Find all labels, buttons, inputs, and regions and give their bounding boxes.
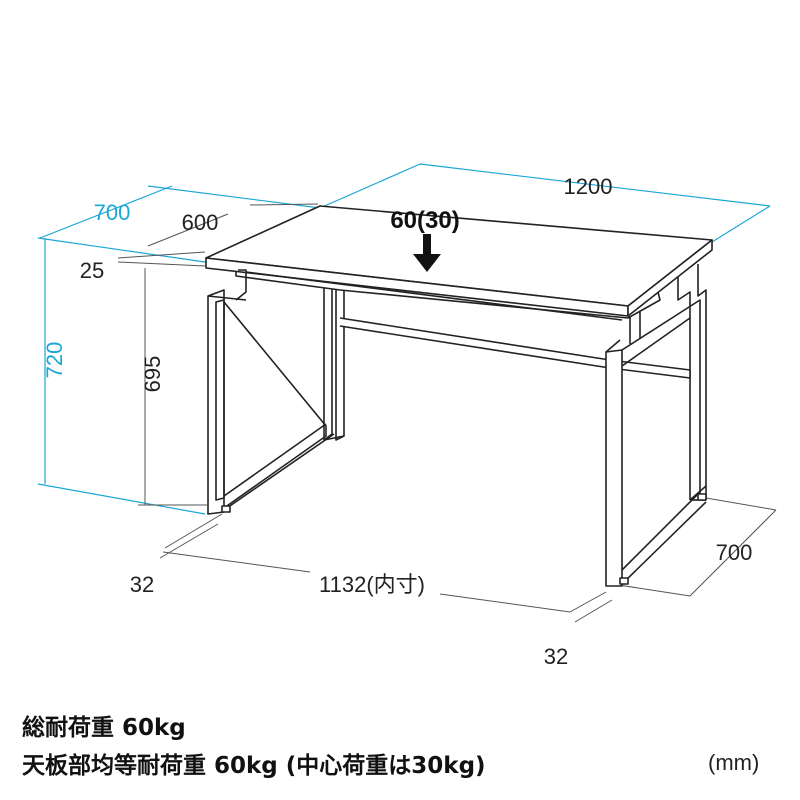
gray-dimension-lines	[117, 203, 777, 623]
load-label: 60(30)	[390, 207, 459, 234]
dim-leg-left: 32	[130, 572, 154, 597]
unit-label: (mm)	[708, 750, 760, 775]
rear-right-leg	[677, 264, 707, 501]
desk-drawing	[205, 205, 713, 587]
dim-width-inner: 1132(内寸)	[319, 572, 425, 597]
front-left-leg	[207, 269, 335, 515]
dim-top-thickness: 25	[80, 258, 104, 283]
dim-width-outer: 1200	[564, 174, 613, 199]
spec-total-load: 総耐荷重 60kg	[22, 715, 186, 741]
rear-left-leg	[323, 278, 345, 441]
load-arrow-icon	[413, 234, 441, 272]
dim-leg-right: 32	[544, 644, 568, 669]
back-stretcher	[339, 317, 691, 379]
tabletop	[205, 205, 713, 317]
dim-height-outer: 720	[42, 342, 67, 379]
dim-height-inner: 695	[140, 356, 165, 393]
dim-depth-bottom: 700	[716, 540, 753, 565]
front-apron	[245, 271, 623, 321]
spec-top-load: 天板部均等耐荷重 60kg (中心荷重は30kg)	[22, 753, 486, 779]
dim-depth-outer: 700	[94, 200, 131, 225]
dim-depth-top: 600	[182, 210, 219, 235]
front-right-leg	[605, 299, 707, 587]
